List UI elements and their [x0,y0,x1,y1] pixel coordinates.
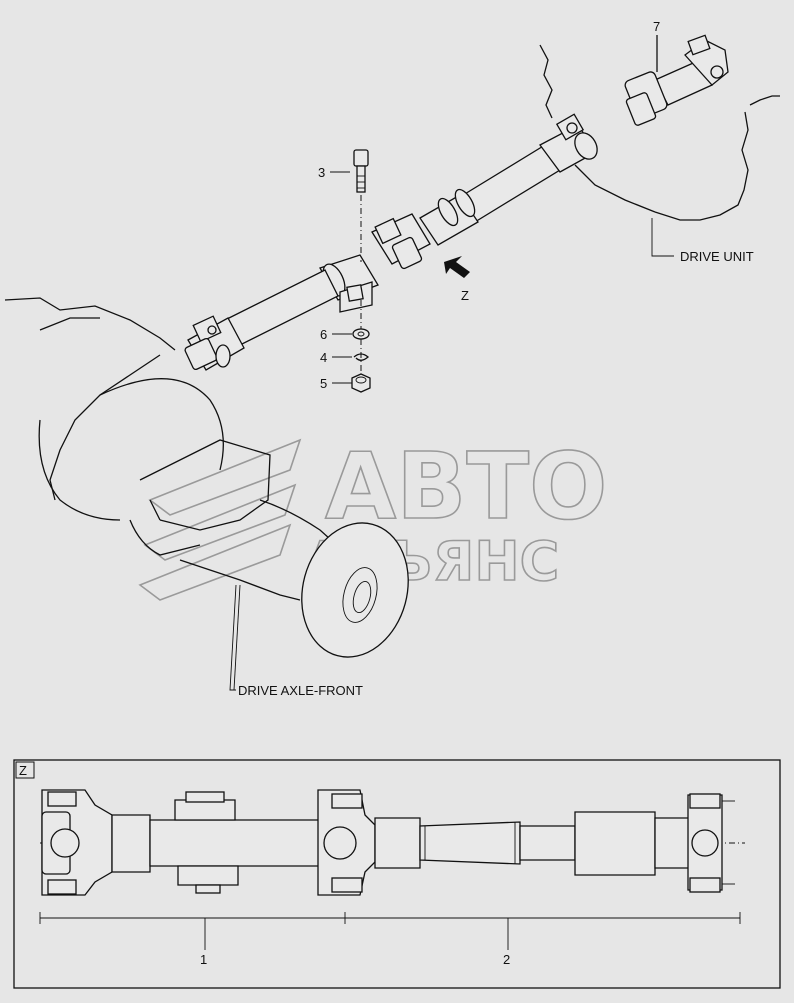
callout-3: 3 [318,165,350,180]
view-arrow-z: Z [444,256,470,303]
callout-5: 5 [320,376,352,391]
part-7-universal-joint [624,34,729,126]
drive-unit-label: DRIVE UNIT [680,249,754,264]
svg-text:7: 7 [653,19,660,34]
view-arrow-label: Z [461,288,469,303]
propeller-shaft-assembly [184,113,598,371]
front-axle-outline [4,297,409,658]
watermark-line1: АВТО [325,433,607,540]
washer-6 [352,328,370,340]
bolt-3 [353,149,369,193]
detail-view-z: Z [13,759,781,989]
drive-axle-front-label: DRIVE AXLE-FRONT [238,683,363,698]
callout-2: 2 [503,952,510,967]
svg-text:5: 5 [320,376,327,391]
detail-box-label: Z [19,763,27,778]
lock-washer-4 [353,353,369,361]
nut-5 [351,373,371,393]
drive-axle-front-label-group: DRIVE AXLE-FRONT [229,584,363,698]
svg-text:3: 3 [318,165,325,180]
svg-text:4: 4 [320,350,327,365]
callout-6: 6 [320,327,352,342]
watermark-logo [138,438,302,601]
callout-4: 4 [320,350,352,365]
drive-unit-outline [539,44,780,221]
svg-text:6: 6 [320,327,327,342]
callout-1: 1 [200,952,207,967]
drive-unit-label-group: DRIVE UNIT [651,218,754,264]
callout-7: 7 [653,19,660,34]
